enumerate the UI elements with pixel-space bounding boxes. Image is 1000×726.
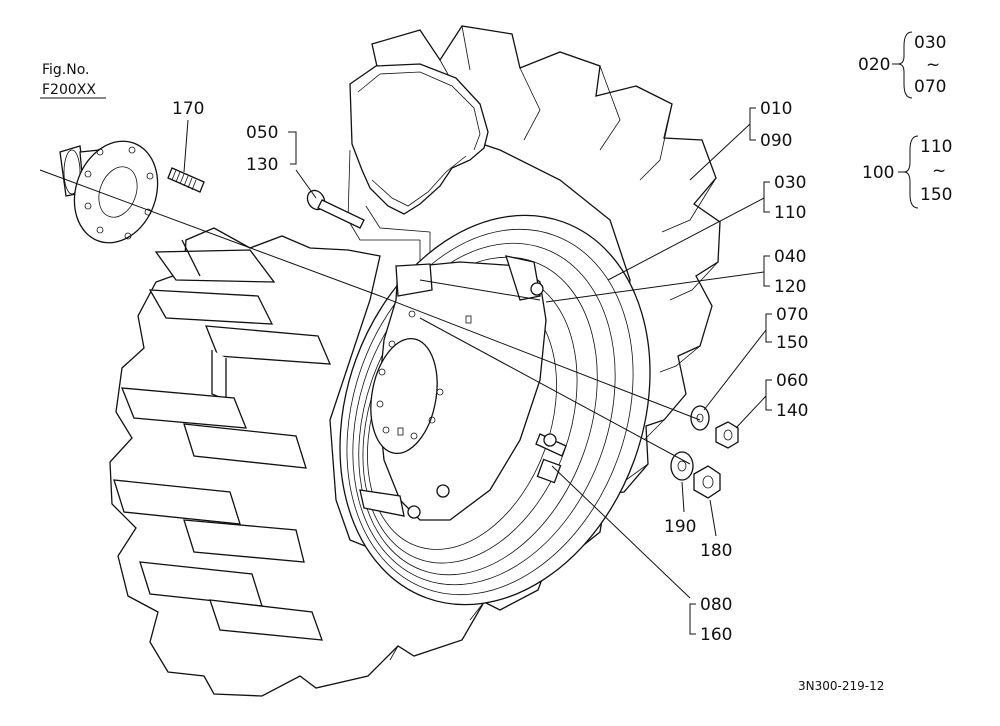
fig-label: Fig.No. (42, 62, 90, 78)
group-bracket-100 (898, 135, 919, 209)
stud-bolt-170 (167, 167, 205, 193)
callout-120: 120 (774, 277, 806, 297)
group-020-tilde: ~ (926, 55, 940, 75)
callout-130: 130 (246, 155, 278, 175)
callout-110: 110 (774, 203, 806, 223)
group-100-labels: 100 110 ~ 150 (862, 137, 952, 205)
callout-160: 160 (700, 625, 732, 645)
washer-070 (690, 405, 710, 431)
hub-flange (59, 140, 159, 244)
group-020-labels: 020 030 ~ 070 (858, 33, 946, 97)
callout-190: 190 (664, 517, 696, 537)
group-bracket-020 (892, 31, 913, 99)
nut-060 (715, 421, 739, 449)
wheel-rim (339, 214, 651, 606)
washer-190 (670, 451, 694, 481)
callout-050: 050 (246, 123, 278, 143)
callout-labels: 170 050 130 010 090 030 110 040 120 070 … (172, 99, 808, 645)
group-100-tilde: ~ (932, 161, 946, 181)
group-100-from: 110 (920, 137, 952, 157)
tube-cutaway (347, 63, 489, 266)
valve-stem (535, 433, 567, 484)
group-020-parent: 020 (858, 55, 890, 75)
fig-number: F200XX (42, 82, 96, 98)
callout-060: 060 (776, 371, 808, 391)
group-100-parent: 100 (862, 163, 894, 183)
nut-180 (693, 465, 721, 499)
callout-080: 080 (700, 595, 732, 615)
group-100-to: 150 (920, 185, 952, 205)
callout-150: 150 (776, 333, 808, 353)
callout-170: 170 (172, 99, 204, 119)
group-020-to: 070 (914, 77, 946, 97)
bolt-050 (306, 189, 365, 229)
callout-090: 090 (760, 131, 792, 151)
callout-180: 180 (700, 541, 732, 561)
figure-info: Fig.No. F200XX 3N300-219-12 (42, 62, 884, 693)
leader-lines (39, 97, 772, 635)
callout-140: 140 (776, 401, 808, 421)
callout-030: 030 (774, 173, 806, 193)
callout-040: 040 (774, 247, 806, 267)
group-020-from: 030 (914, 33, 946, 53)
drawing-code: 3N300-219-12 (798, 679, 884, 693)
callout-010: 010 (760, 99, 792, 119)
callout-070: 070 (776, 305, 808, 325)
